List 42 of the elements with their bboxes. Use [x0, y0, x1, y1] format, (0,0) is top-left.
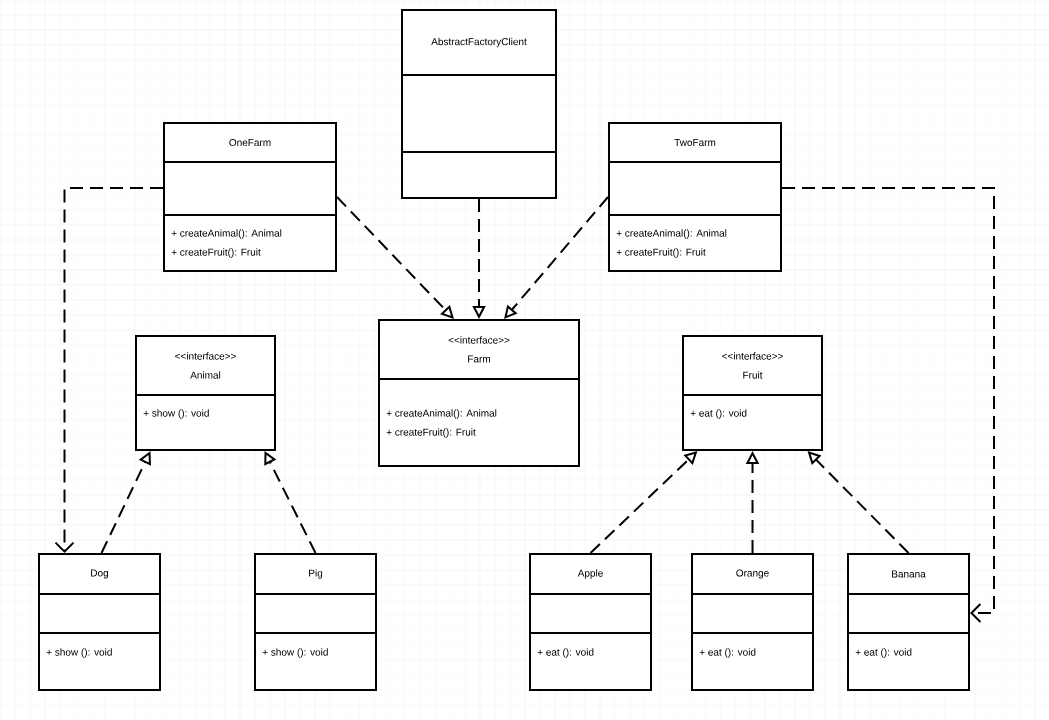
dependency-arrow	[54, 187, 164, 553]
class-name: Dog	[91, 569, 109, 579]
class-name: TwoFarm	[674, 139, 716, 146]
dependency-arrow	[781, 187, 995, 623]
method-signature: + eat (): void	[855, 648, 912, 658]
method-signature: + createFruit(): Fruit	[171, 248, 261, 258]
class-box	[163, 122, 337, 272]
class-name: Fruit	[743, 371, 763, 379]
class-name: OneFarm	[229, 138, 271, 147]
method-signature: + eat (): void	[699, 648, 756, 658]
stereotype-label: <<interface>>	[175, 352, 236, 360]
class-name: Pig	[309, 569, 323, 579]
class-box	[529, 553, 652, 691]
class-box	[691, 553, 814, 691]
class-name: Farm	[468, 355, 490, 363]
class-box	[38, 553, 161, 691]
class-name: Orange	[736, 569, 769, 579]
method-signature: + createAnimal(): Animal	[171, 229, 282, 239]
method-signature: + createFruit(): Fruit	[386, 428, 476, 438]
realization-arrow	[504, 196, 609, 319]
class-box	[401, 9, 557, 199]
stereotype-label: <<interface>>	[722, 352, 783, 360]
class-box	[135, 335, 276, 451]
method-signature: + createFruit(): Fruit	[616, 248, 706, 258]
method-signature: + show (): void	[143, 409, 209, 419]
class-box	[608, 122, 782, 272]
method-signature: + createAnimal(): Animal	[386, 409, 497, 419]
method-signature: + createAnimal(): Animal	[616, 229, 727, 239]
class-name: Banana	[892, 570, 926, 578]
class-name: AbstractFactoryClient	[431, 37, 527, 48]
class-box	[847, 553, 970, 691]
class-name: Apple	[577, 569, 603, 579]
class-name: Animal	[190, 371, 221, 379]
realization-arrow	[336, 196, 454, 319]
method-signature: + show (): void	[262, 648, 328, 658]
method-signature: + eat (): void	[537, 648, 594, 658]
class-box	[378, 319, 580, 467]
method-signature: + eat (): void	[690, 409, 747, 419]
class-box	[254, 553, 377, 691]
class-box	[682, 335, 823, 451]
method-signature: + show (): void	[46, 648, 112, 658]
stereotype-label: <<interface>>	[448, 336, 510, 344]
